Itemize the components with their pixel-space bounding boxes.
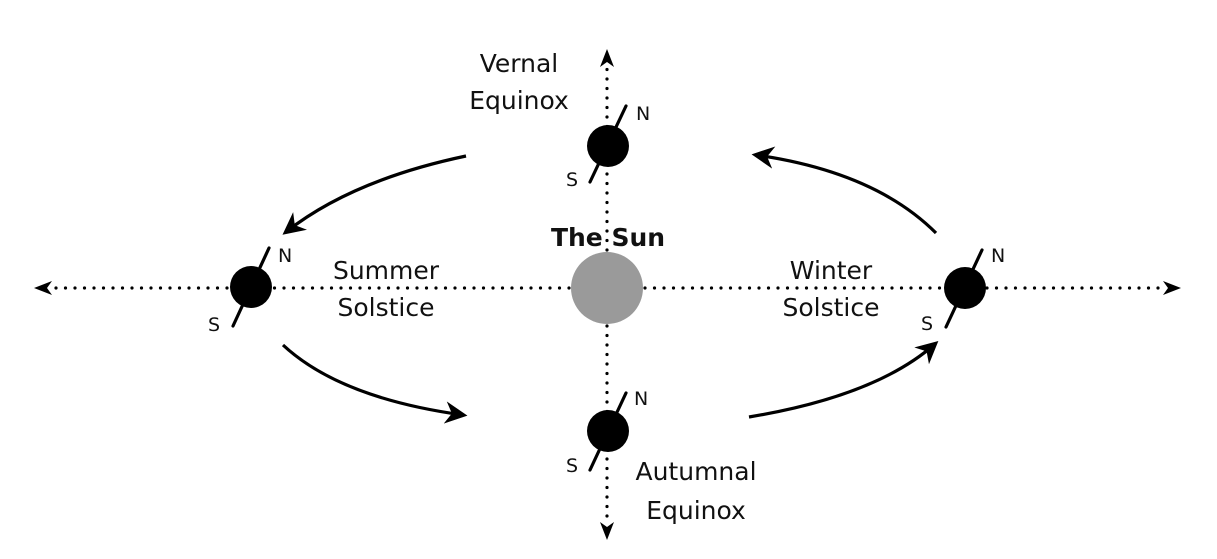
earth-summer-disc <box>230 266 272 308</box>
vernal-label-line2: Equinox <box>469 86 569 115</box>
south-label-vernal: S <box>566 169 578 191</box>
earth-summer: N S Summer Solstice <box>208 245 440 336</box>
earth-winter: N S Winter Solstice <box>782 245 1005 335</box>
orbit-arrow-summer-to-autumnal <box>281 343 468 424</box>
winter-label-line2: Solstice <box>782 293 879 322</box>
winter-label-line1: Winter <box>790 256 873 285</box>
sun-disc <box>571 252 643 324</box>
summer-label-line2: Solstice <box>337 293 434 322</box>
orbit-arrow-vernal-to-summer <box>282 154 467 235</box>
sun-label: The Sun <box>551 223 665 252</box>
earth-autumnal-disc <box>587 410 629 452</box>
north-label-autumnal: N <box>634 388 648 410</box>
arrowhead-up <box>600 49 614 67</box>
earth-vernal: N S Vernal Equinox <box>469 49 650 191</box>
arrowhead-right <box>1163 281 1181 295</box>
south-label-autumnal: S <box>566 455 578 477</box>
arrowhead-down <box>600 522 614 540</box>
arrowhead-left <box>34 281 52 295</box>
earth-vernal-disc <box>587 125 629 167</box>
orbit-arrow-winter-to-vernal <box>751 146 938 235</box>
earth-winter-disc <box>944 267 986 309</box>
autumnal-label-line2: Equinox <box>646 496 746 525</box>
vernal-label-line1: Vernal <box>480 49 559 78</box>
south-label-winter: S <box>921 313 933 335</box>
summer-label-line1: Summer <box>333 256 440 285</box>
autumnal-label-line1: Autumnal <box>635 457 756 486</box>
north-label-winter: N <box>991 245 1005 267</box>
earth-autumnal: N S Autumnal Equinox <box>566 388 757 525</box>
north-label-vernal: N <box>636 103 650 125</box>
north-label-summer: N <box>278 245 292 267</box>
orbit-arrow-autumnal-to-winter <box>748 341 939 419</box>
south-label-summer: S <box>208 314 220 336</box>
